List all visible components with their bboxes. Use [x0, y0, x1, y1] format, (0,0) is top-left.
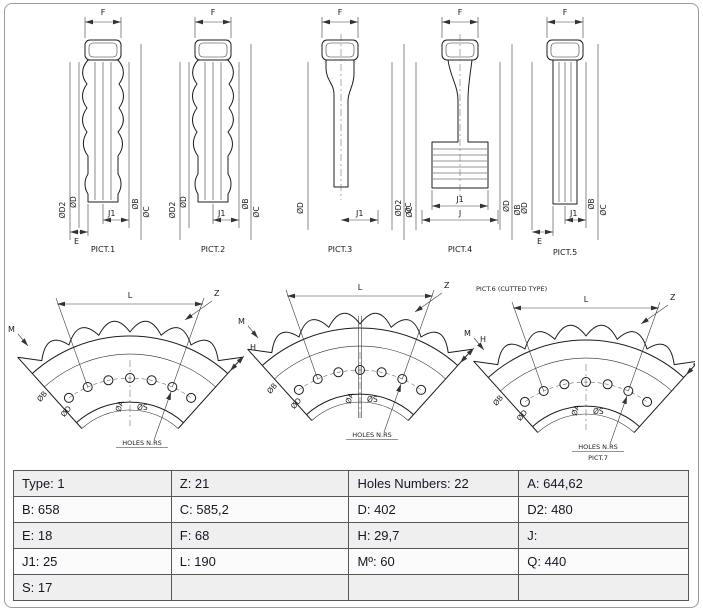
pict4-dia-b: ØB: [513, 204, 522, 215]
pict2-drawing: F ØD2 ØD ØB ØC J1 PICT.2: [168, 8, 261, 254]
table-cell-q: Q: 440: [518, 548, 689, 575]
table-cell-empty-1: [170, 574, 350, 601]
pict1-dia-c: ØC: [142, 206, 151, 217]
page-border: [4, 3, 699, 608]
pict5-caption: PICT.5: [553, 248, 577, 257]
sprocket-segment-3: [464, 293, 695, 452]
table-cell-s: S: 17: [13, 574, 172, 601]
table-cell-l: L: 190: [170, 548, 350, 575]
pict2-dia-b: ØB: [241, 198, 250, 209]
pict3-dia-c: ØC: [405, 206, 414, 217]
pict4-dim-f: F: [458, 8, 463, 17]
pict3-dia-d: ØD: [296, 202, 305, 214]
pict5-drawing: F ØD ØB ØC E J1 PICT.5: [520, 8, 608, 257]
pict1-caption: PICT.1: [91, 245, 115, 254]
pict5-dim-j1: J1: [569, 209, 577, 218]
pict3-caption: PICT.3: [328, 245, 352, 254]
table-row: J1: 25 L: 190 Mº: 60 Q: 440: [13, 548, 689, 575]
pict4-drawing: F ØC ØD ØB J1 J PICT.4: [404, 8, 522, 254]
pict6-caption: PICT.6 (CUTTED TYPE): [476, 285, 547, 293]
table-cell-empty-3: [518, 574, 689, 601]
table-cell-a: A: 644,62: [518, 470, 689, 497]
pict1-dia-d: ØD: [69, 196, 78, 208]
table-cell-c: C: 585,2: [170, 496, 350, 523]
table-cell-f: F: 68: [170, 522, 350, 549]
table-cell-b: B: 658: [13, 496, 172, 523]
table-row: B: 658 C: 585,2 D: 402 D2: 480: [13, 496, 689, 523]
table-cell-h: H: 29,7: [348, 522, 520, 549]
table-cell-d2: D2: 480: [518, 496, 689, 523]
pict1-dim-f: F: [101, 8, 106, 17]
table-cell-e: E: 18: [13, 522, 172, 549]
pict1-drawing: F ØD2 ØD ØB ØC E J1 PICT.1: [58, 8, 151, 254]
pict5-dim-f: F: [563, 8, 568, 17]
pict2-dim-f: F: [211, 8, 216, 17]
table-cell-type: Type: 1: [13, 470, 172, 497]
table-cell-j1: J1: 25: [13, 548, 172, 575]
pict4-dia-c: ØC: [404, 202, 413, 213]
pict4-dim-j1: J1: [455, 195, 463, 204]
pict1-dia-d2: ØD2: [58, 202, 67, 219]
pict1-dim-e: E: [74, 237, 79, 246]
pict1-dia-b: ØB: [131, 198, 140, 209]
pict4-dim-j: J: [458, 209, 461, 218]
pict2-dim-j1: J1: [217, 209, 225, 218]
spec-table: Type: 1 Z: 21 Holes Numbers: 22 A: 644,6…: [13, 470, 689, 601]
pict3-dim-j1: J1: [355, 209, 363, 218]
pict3-dia-d2: ØD2: [394, 200, 403, 217]
table-row: S: 17: [13, 574, 689, 601]
pict3-dim-f: F: [338, 8, 343, 17]
table-cell-empty-2: [348, 574, 520, 601]
sprocket-segment-2: [238, 281, 486, 440]
pict2-dia-c: ØC: [252, 206, 261, 217]
table-cell-d: D: 402: [348, 496, 520, 523]
pict4-caption: PICT.4: [448, 245, 472, 254]
pict5-dia-b: ØB: [587, 198, 596, 209]
technical-drawing: L Z H M ØS ØB ØD ØA HOLES N.RS F: [8, 8, 695, 462]
pict1-dim-j1: J1: [107, 209, 115, 218]
table-row: Type: 1 Z: 21 Holes Numbers: 22 A: 644,6…: [13, 470, 689, 497]
pict5-dia-c: ØC: [599, 204, 608, 215]
table-cell-m: Mº: 60: [348, 548, 520, 575]
pict3-drawing: F ØD ØD2 ØC J1 PICT.3: [296, 8, 414, 254]
table-cell-j: J:: [518, 522, 689, 549]
pict2-dia-d2: ØD2: [168, 202, 177, 219]
table-row: E: 18 F: 68 H: 29,7 J:: [13, 522, 689, 549]
table-cell-holes: Holes Numbers: 22: [348, 470, 520, 497]
pict2-caption: PICT.2: [201, 245, 225, 254]
pict5-dia-d: ØD: [520, 202, 529, 214]
pict4-dia-d: ØD: [502, 200, 511, 212]
pict2-dia-d: ØD: [179, 196, 188, 208]
pict7-caption: PICT.7: [588, 454, 608, 462]
sprocket-segment-1: [8, 289, 256, 448]
table-cell-z: Z: 21: [170, 470, 350, 497]
pict5-dim-e: E: [537, 237, 542, 246]
sprocket-2-cut-line: [358, 316, 362, 418]
